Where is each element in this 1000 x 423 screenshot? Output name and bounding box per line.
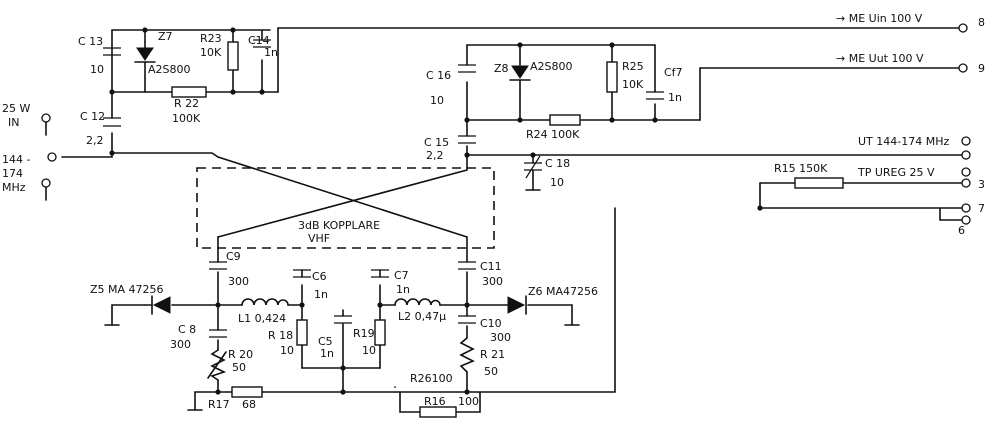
input-word-label: IN bbox=[8, 116, 19, 129]
r20-value: 50 bbox=[232, 361, 246, 374]
terminals bbox=[41, 23, 971, 225]
r23-label: R23 bbox=[200, 32, 222, 45]
c14-value: 1n bbox=[264, 46, 278, 59]
diodes bbox=[134, 41, 531, 315]
r16-label: R16 bbox=[424, 395, 446, 408]
r26-label: R26100 bbox=[410, 372, 453, 385]
c15-value: 2,2 bbox=[426, 149, 444, 162]
c10-value: 300 bbox=[490, 331, 511, 344]
c12-label: C 12 bbox=[80, 110, 105, 123]
output-label: UT 144-174 MHz bbox=[858, 135, 949, 148]
pin-9-label: 9 bbox=[978, 62, 985, 75]
c7-label: C7 bbox=[394, 269, 409, 282]
r21-value: 50 bbox=[484, 365, 498, 378]
c5-value: 1n bbox=[320, 347, 334, 360]
junction-dots bbox=[109, 27, 763, 395]
ground-symbols bbox=[104, 189, 580, 411]
c6-label: C6 bbox=[312, 270, 327, 283]
c8-value: 300 bbox=[170, 338, 191, 351]
resistors bbox=[171, 41, 844, 418]
r18-value: 10 bbox=[280, 344, 294, 357]
r17-label: R17 bbox=[208, 398, 230, 411]
z7-label: Z7 bbox=[158, 30, 173, 43]
pin-6-label: 6 bbox=[958, 224, 965, 237]
r20-label: R 20 bbox=[228, 348, 253, 361]
input-freq-label-1: 144 - bbox=[2, 153, 30, 166]
r25-value: 10K bbox=[622, 78, 644, 91]
c18-value: 10 bbox=[550, 176, 564, 189]
c17-label: Cf7 bbox=[664, 66, 683, 79]
tp-ureg-label: TP UREG 25 V bbox=[857, 166, 935, 179]
l1-label: L1 0,424 bbox=[238, 312, 286, 325]
pin-8-label: 8 bbox=[978, 16, 985, 29]
me-uin-label: → ME Uin 100 V bbox=[836, 12, 923, 25]
r22-value: 100K bbox=[172, 112, 201, 125]
r17-value: 68 bbox=[242, 398, 256, 411]
l2-label: L2 0,47μ bbox=[398, 310, 446, 323]
c6-value: 1n bbox=[314, 288, 328, 301]
c9-label: C9 bbox=[226, 250, 241, 263]
c10-label: C10 bbox=[480, 317, 502, 330]
c12-value: 2,2 bbox=[86, 134, 104, 147]
z6-label: Z6 MA47256 bbox=[528, 285, 598, 298]
input-power-label: 25 W bbox=[2, 102, 30, 115]
r16-value: 100 bbox=[458, 395, 479, 408]
c17-value: 1n bbox=[668, 91, 682, 104]
z7-value: A2S800 bbox=[148, 63, 191, 76]
c11-value: 300 bbox=[482, 275, 503, 288]
c18-label: C 18 bbox=[545, 157, 570, 170]
coupler-label: 3dB KOPPLARE bbox=[298, 219, 380, 232]
c16-value: 10 bbox=[430, 94, 444, 107]
z8-label: Z8 bbox=[494, 62, 509, 75]
r18-label: R 18 bbox=[268, 329, 293, 342]
c7-value: 1n bbox=[396, 283, 410, 296]
r19-value: 10 bbox=[362, 344, 376, 357]
capacitors bbox=[103, 39, 664, 338]
input-freq-label-3: MHz bbox=[2, 181, 26, 194]
z5-label: Z5 MA 47256 bbox=[90, 283, 164, 296]
c8-label: C 8 bbox=[178, 323, 196, 336]
r24-label: R24 100K bbox=[526, 128, 580, 141]
wires bbox=[61, 27, 964, 413]
hybrid-coupler-box bbox=[196, 167, 495, 249]
r22-label: R 22 bbox=[174, 97, 199, 110]
labels: 25 W IN 144 - 174 MHz → ME Uin 100 V 8 →… bbox=[2, 12, 985, 411]
r19-label: R19 bbox=[353, 327, 375, 340]
input-freq-label-2: 174 bbox=[2, 167, 23, 180]
c14-label: C14 bbox=[248, 34, 270, 47]
c15-label: C 15 bbox=[424, 136, 449, 149]
c13-label: C 13 bbox=[78, 35, 103, 48]
pin-7-label: 7 bbox=[978, 202, 985, 215]
r21-label: R 21 bbox=[480, 348, 505, 361]
pin-3-label: 3 bbox=[978, 178, 985, 191]
c9-value: 300 bbox=[228, 275, 249, 288]
c16-label: C 16 bbox=[426, 69, 451, 82]
z8-value: A2S800 bbox=[530, 60, 573, 73]
c5-label: C5 bbox=[318, 335, 333, 348]
r25-label: R25 bbox=[622, 60, 644, 73]
inductors bbox=[241, 298, 441, 306]
c11-label: C11 bbox=[480, 260, 502, 273]
coupler-sub-label: VHF bbox=[308, 232, 330, 245]
r23-value: 10K bbox=[200, 46, 222, 59]
r15-label: R15 150K bbox=[774, 162, 828, 175]
c13-value: 10 bbox=[90, 63, 104, 76]
me-uut-label: → ME Uut 100 V bbox=[836, 52, 924, 65]
